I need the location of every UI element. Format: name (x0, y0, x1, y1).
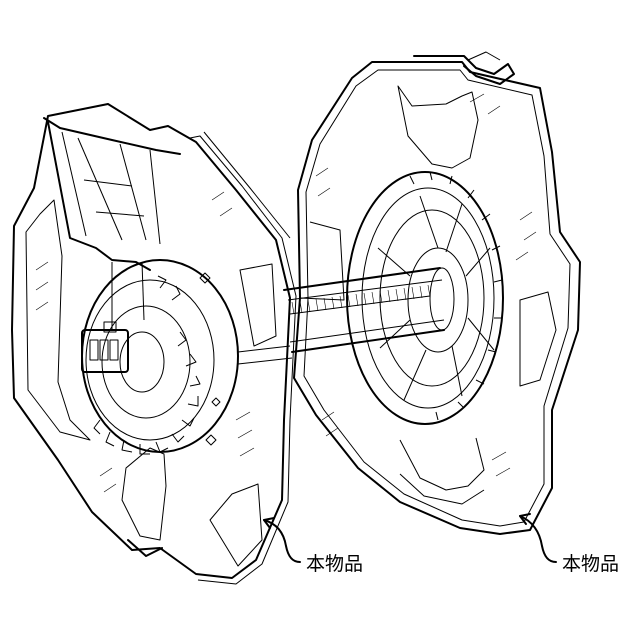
reference-label-right: 本物品 (562, 553, 619, 575)
reference-label-left: 本物品 (306, 553, 363, 575)
